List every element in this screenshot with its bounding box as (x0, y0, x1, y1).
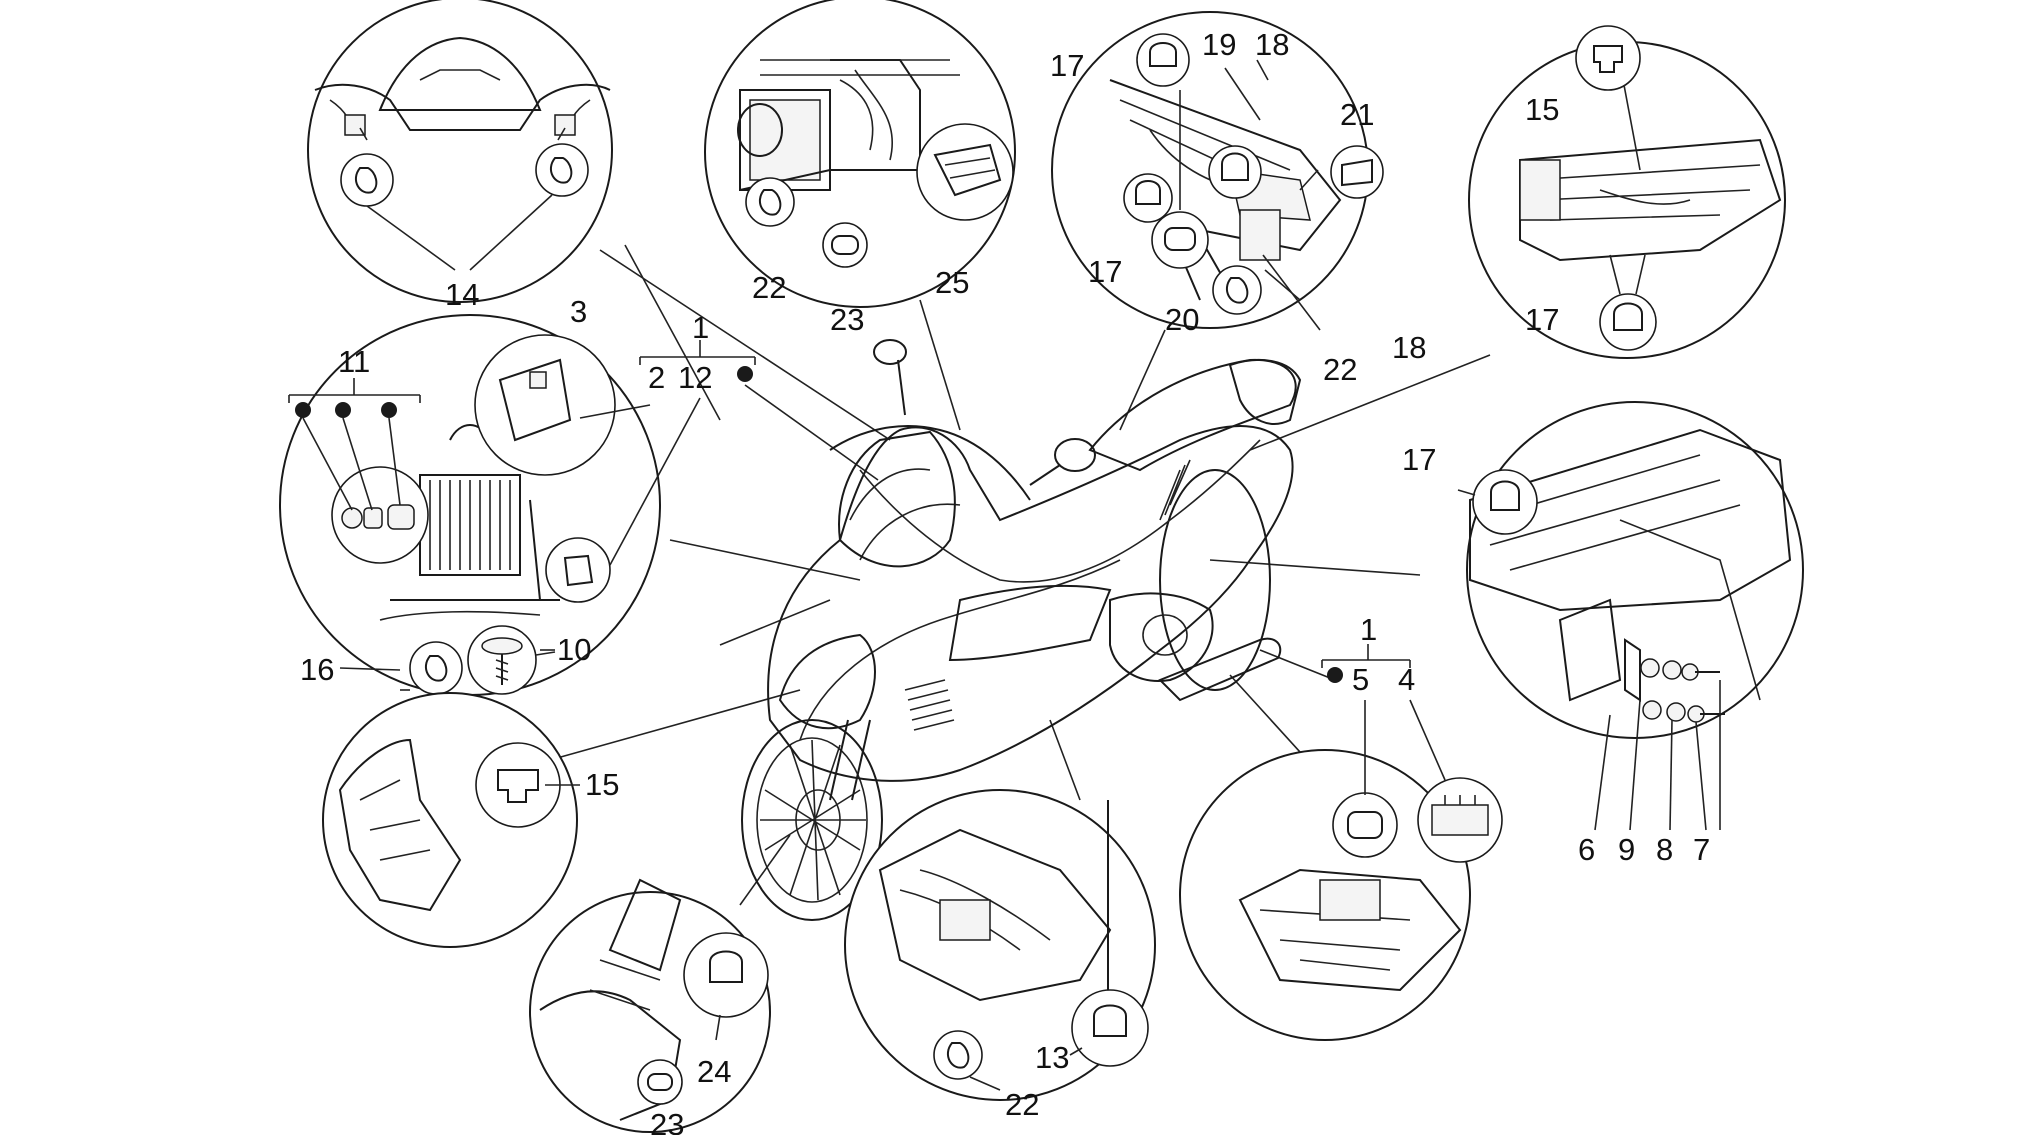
label-20: 20 (1165, 302, 1199, 337)
bolt-icon (1640, 658, 1720, 681)
scooter-body (767, 425, 1294, 782)
label-17-a: 17 (1050, 48, 1084, 83)
label-18-top: 18 (1255, 27, 1289, 62)
bolt-icon (529, 371, 547, 389)
label-19: 19 (1202, 27, 1236, 62)
connector-cover-icon (1330, 145, 1384, 199)
detail-circle-dashboard (624, 0, 1016, 421)
clamp-icon (1123, 173, 1173, 223)
connector-clip-icon (916, 123, 1014, 221)
label-18-bottom: 18 (1392, 330, 1426, 365)
label-24: 24 (697, 1054, 731, 1089)
clip-icon (409, 641, 463, 695)
grille (904, 679, 955, 731)
clamp-icon (1599, 293, 1657, 351)
detail-circle-rear-mount (1457, 401, 1804, 831)
seat (1088, 358, 1297, 472)
part-labels: 1 2 12 3 11 14 16 10 15 23 24 22 13 22 2… (300, 27, 1710, 1135)
label-2: 2 (648, 360, 665, 395)
detail-circle-front-fork (529, 878, 771, 1133)
label-3: 3 (570, 294, 587, 329)
clip-icon (340, 153, 394, 207)
screw-icon (467, 625, 537, 695)
detail-circle-underbody (844, 789, 1156, 1101)
label-23-bottom: 23 (650, 1107, 684, 1135)
label-16: 16 (300, 652, 334, 687)
grommet-icon (1151, 211, 1209, 269)
mirror-right (1054, 438, 1096, 472)
leader-lines (549, 249, 1491, 906)
label-1-right: 1 (1360, 612, 1377, 647)
detail-circle-frame-center (1051, 11, 1384, 331)
clip-icon (1212, 265, 1262, 315)
label-9: 9 (1618, 832, 1635, 867)
label-22-top: 22 (752, 270, 786, 305)
detail-circle-rear-frame (1468, 25, 1786, 359)
marker-dot (737, 366, 753, 382)
label-7: 7 (1693, 832, 1710, 867)
label-17-d: 17 (1402, 442, 1436, 477)
detail-circle-front-left (322, 692, 580, 948)
connector-clip-icon (545, 537, 611, 603)
label-1-top: 1 (692, 310, 709, 345)
label-13: 13 (1035, 1040, 1069, 1075)
clip-icon (933, 1030, 983, 1080)
fuse-holder-detail-circle (331, 466, 429, 564)
label-21: 21 (1340, 97, 1374, 132)
mirror-left (873, 339, 907, 365)
bracket-detail-circle (474, 334, 616, 476)
clip-icon (745, 177, 795, 227)
label-14: 14 (445, 277, 479, 312)
clamp-icon (1472, 469, 1538, 535)
clamp-icon (1575, 25, 1641, 91)
marker-dot (295, 402, 311, 418)
clamp-icon (1208, 145, 1262, 199)
label-17-b: 17 (1088, 254, 1122, 289)
rear-wheel (1159, 469, 1271, 691)
clip-icon (535, 143, 589, 197)
grommet-icon (822, 222, 868, 268)
connector-cover-icon (1332, 792, 1398, 858)
clamp-icon (1071, 989, 1149, 1067)
marker-dot (381, 402, 397, 418)
fuse-box-icon (1417, 777, 1503, 863)
label-12: 12 (678, 360, 712, 395)
clamp-icon (1136, 33, 1190, 87)
label-6: 6 (1578, 832, 1595, 867)
scooter-drawing (741, 339, 1302, 921)
label-25: 25 (935, 265, 969, 300)
label-4: 4 (1398, 662, 1415, 697)
detail-circle-battery (1179, 749, 1503, 1041)
label-11: 11 (338, 344, 370, 379)
callout-group-1-right (1321, 644, 1446, 795)
label-23-top: 23 (830, 302, 864, 337)
detail-circle-regulator (279, 314, 661, 696)
label-15-left: 15 (585, 767, 619, 802)
marker-dot (335, 402, 351, 418)
callout-group-1-top (579, 340, 756, 566)
marker-dot (1327, 667, 1343, 683)
detail-circle-handlebar (307, 0, 613, 303)
grommet-icon (637, 1059, 683, 1105)
label-8: 8 (1656, 832, 1673, 867)
label-15-right: 15 (1525, 92, 1559, 127)
label-22-bottom: 22 (1005, 1087, 1039, 1122)
label-5: 5 (1352, 662, 1369, 697)
mirror-left-stem (897, 359, 906, 416)
label-22-mid: 22 (1323, 352, 1357, 387)
front-wheel (741, 719, 883, 921)
label-10: 10 (557, 632, 591, 667)
bolt-icon (1642, 700, 1725, 723)
label-17-c: 17 (1525, 302, 1559, 337)
clamp-icon (683, 932, 769, 1018)
callout-group-11 (288, 378, 421, 511)
